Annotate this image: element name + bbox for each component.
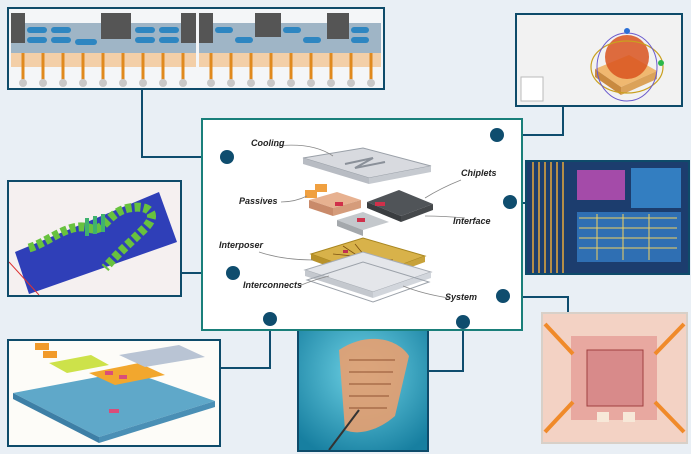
label-passives: Passives xyxy=(239,196,278,206)
connector-bottom-right-v xyxy=(462,322,464,372)
panel-package-3d xyxy=(7,339,221,447)
label-chiplets: Chiplets xyxy=(461,168,497,178)
connector-dot-bottom-left xyxy=(263,312,277,326)
connector-top-right-v xyxy=(562,106,564,136)
label-interposer: Interposer xyxy=(219,240,264,250)
connector-dot-right-low xyxy=(496,289,510,303)
connector-bottom-left-v xyxy=(269,319,271,369)
connector-dot-bottom-right xyxy=(456,315,470,329)
label-interconnects: Interconnects xyxy=(243,280,303,290)
label-system: System xyxy=(445,292,478,302)
label-interface: Interface xyxy=(453,216,491,226)
panel-chip-layout xyxy=(525,160,690,275)
panel-cross-section xyxy=(7,7,385,90)
connector-top-left-h xyxy=(141,156,226,158)
connector-top-right-h xyxy=(497,134,564,136)
panel-exploded-package: Cooling Chiplets Passives Interface Inte… xyxy=(201,118,523,331)
connector-bottom-left-h xyxy=(220,367,271,369)
connector-dot-right xyxy=(503,195,517,209)
connector-dot-top-left xyxy=(220,150,234,164)
panel-antenna-layout xyxy=(7,180,182,297)
connector-bottom-right-h xyxy=(428,370,464,372)
connector-dot-top-right xyxy=(490,128,504,142)
connector-right-low-h xyxy=(503,296,569,298)
panel-flex-substrate xyxy=(297,318,429,452)
connector-dot-left xyxy=(226,266,240,280)
connector-top-left xyxy=(141,88,143,158)
panel-thermal-simulation xyxy=(515,13,683,107)
connector-right-low-v xyxy=(567,296,569,314)
label-cooling: Cooling xyxy=(251,138,285,148)
panel-die-layout xyxy=(541,312,688,444)
